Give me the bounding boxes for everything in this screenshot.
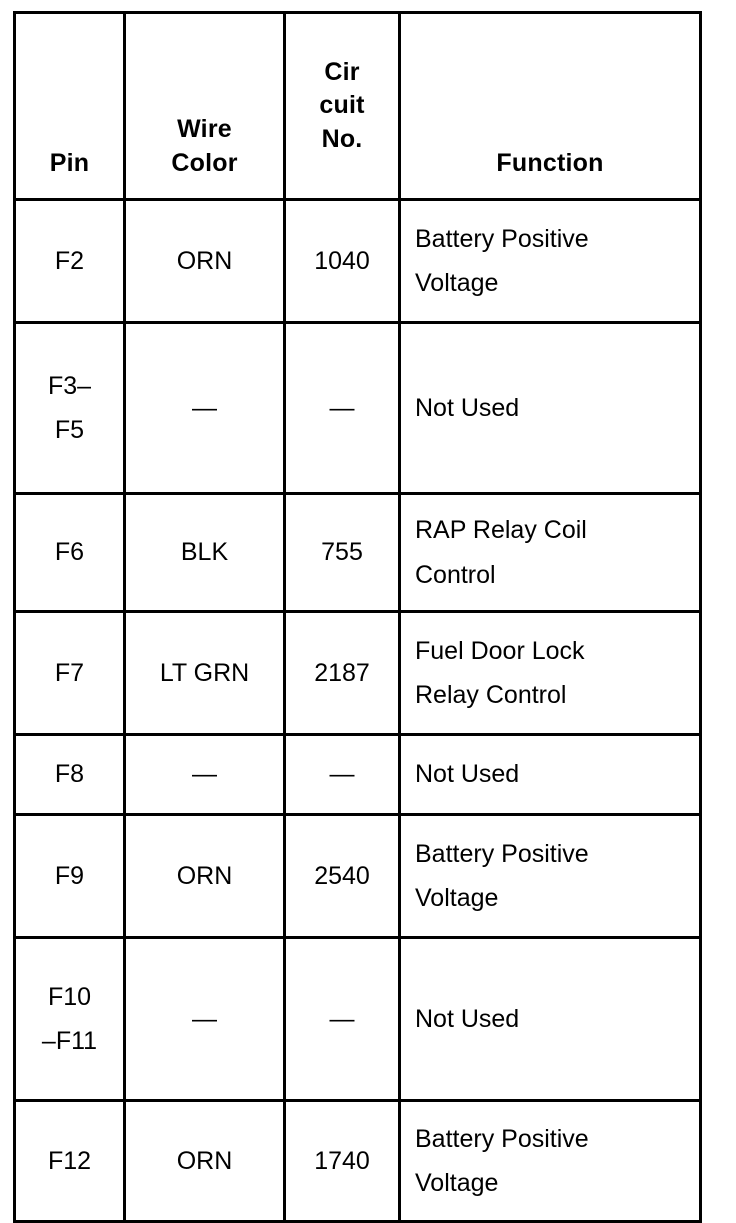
table-row: F3– F5 — — Not Used	[13, 321, 702, 495]
cell-circuit-no-line-1: 1040	[314, 246, 370, 275]
cell-circuit-no: —	[283, 936, 401, 1102]
table-row: F9 ORN 2540 Battery Positive Vol	[13, 813, 702, 939]
table-row: F12 ORN 1740 Battery Positive Vo	[13, 1099, 702, 1223]
table-row: F6 BLK 755 RAP Relay Coil Contro	[13, 492, 702, 613]
cell-circuit-no-line-1: —	[329, 393, 355, 422]
cell-circuit-no: —	[283, 733, 401, 816]
cell-function-line-2: Voltage	[415, 884, 499, 912]
cell-pin-line-1: F7	[54, 658, 85, 687]
column-header-circuit-no-line-3: No.	[321, 124, 363, 153]
cell-wire-color-line-1: —	[192, 1004, 217, 1033]
column-header-circuit-no-line-1: Cir	[324, 57, 360, 86]
column-header-wire-color-line-1: Wire	[177, 115, 232, 143]
cell-function: Battery Positive Voltage	[398, 813, 702, 939]
table-row: F8 — — Not Used	[13, 733, 702, 816]
cell-wire-color: ORN	[123, 198, 286, 324]
cell-circuit-no: —	[283, 321, 401, 495]
cell-circuit-no-line-1: 2187	[314, 658, 370, 687]
cell-wire-color: —	[123, 321, 286, 495]
cell-function-line-1: Not Used	[415, 393, 520, 422]
cell-wire-color: ORN	[123, 1099, 286, 1223]
cell-pin: F10 –F11	[13, 936, 126, 1102]
cell-wire-color: —	[123, 936, 286, 1102]
cell-pin-line-1: F3–	[47, 371, 92, 400]
column-header-pin-line-1: Pin	[49, 148, 90, 177]
cell-pin-line-2: F5	[54, 416, 85, 444]
cell-function-line-1: Not Used	[415, 760, 520, 789]
cell-pin-line-1: F9	[54, 861, 85, 890]
cell-function: Not Used	[398, 321, 702, 495]
column-header-circuit-no-line-2: cuit	[319, 91, 365, 120]
cell-circuit-no: 1740	[283, 1099, 401, 1223]
cell-pin: F8	[13, 733, 126, 816]
column-header-wire-color-text: Wire Color	[126, 14, 283, 198]
cell-function-line-2: Voltage	[415, 269, 499, 297]
column-header-pin-text: Pin	[16, 14, 123, 198]
cell-function: Not Used	[398, 936, 702, 1102]
cell-function: Battery Positive Voltage	[398, 1099, 702, 1223]
cell-function-line-1: Fuel Door Lock	[415, 636, 585, 665]
cell-function: RAP Relay Coil Control	[398, 492, 702, 613]
column-header-function-line-1: Function	[496, 148, 604, 177]
cell-pin-line-1: F10	[47, 982, 92, 1011]
cell-function-line-2: Control	[415, 560, 496, 589]
cell-circuit-no-line-1: 2540	[314, 861, 370, 890]
cell-circuit-no: 2540	[283, 813, 401, 939]
table-row: F2 ORN 1040 Battery Positive Vol	[13, 198, 702, 324]
cell-wire-color-line-1: BLK	[180, 538, 229, 567]
cell-function: Not Used	[398, 733, 702, 816]
cell-wire-color-line-1: —	[192, 393, 217, 422]
cell-wire-color: —	[123, 733, 286, 816]
table-row: F7 LT GRN 2187 Fuel Door Lock Re	[13, 610, 702, 736]
cell-pin: F3– F5	[13, 321, 126, 495]
table-body: F2 ORN 1040 Battery Positive Vol	[13, 198, 702, 1223]
cell-pin: F12	[13, 1099, 126, 1223]
cell-wire-color: LT GRN	[123, 610, 286, 736]
cell-function-line-1: Not Used	[415, 1004, 520, 1033]
table-row: F10 –F11 — — Not Used	[13, 936, 702, 1102]
cell-pin-line-1: F12	[47, 1146, 92, 1175]
pin-assignment-table: Pin Wire Color Cir cuit No.	[13, 11, 702, 1223]
column-header-pin: Pin	[13, 11, 126, 201]
table-header-row: Pin Wire Color Cir cuit No.	[13, 11, 702, 201]
cell-circuit-no: 2187	[283, 610, 401, 736]
cell-circuit-no-line-1: 755	[321, 538, 363, 567]
cell-wire-color-line-1: —	[192, 760, 217, 789]
cell-wire-color-line-1: ORN	[176, 246, 233, 275]
column-header-circuit-no-text: Cir cuit No.	[286, 14, 398, 198]
column-header-function-text: Function	[401, 14, 699, 198]
cell-wire-color-line-1: ORN	[176, 861, 233, 890]
table-header: Pin Wire Color Cir cuit No.	[13, 11, 702, 201]
cell-pin: F9	[13, 813, 126, 939]
cell-function: Battery Positive Voltage	[398, 198, 702, 324]
cell-function-line-1: Battery Positive	[415, 839, 589, 868]
cell-pin-line-1: F6	[54, 538, 85, 567]
column-header-wire-color-line-2: Color	[171, 148, 238, 177]
cell-function-line-1: Battery Positive	[415, 224, 589, 253]
cell-function-line-1: RAP Relay Coil	[415, 516, 587, 544]
cell-wire-color: ORN	[123, 813, 286, 939]
cell-circuit-no: 1040	[283, 198, 401, 324]
cell-pin: F2	[13, 198, 126, 324]
cell-wire-color-line-1: ORN	[176, 1146, 233, 1175]
cell-function-line-2: Relay Control	[415, 681, 567, 709]
cell-function-line-2: Voltage	[415, 1169, 499, 1197]
cell-circuit-no-line-1: —	[329, 1004, 355, 1033]
cell-circuit-no-line-1: —	[329, 760, 355, 789]
column-header-wire-color: Wire Color	[123, 11, 286, 201]
cell-pin: F6	[13, 492, 126, 613]
cell-pin: F7	[13, 610, 126, 736]
cell-wire-color: BLK	[123, 492, 286, 613]
cell-circuit-no-line-1: 1740	[314, 1146, 370, 1175]
cell-function: Fuel Door Lock Relay Control	[398, 610, 702, 736]
cell-function-line-1: Battery Positive	[415, 1124, 589, 1153]
cell-pin-line-1: F2	[54, 246, 85, 275]
cell-circuit-no: 755	[283, 492, 401, 613]
column-header-circuit-no: Cir cuit No.	[283, 11, 401, 201]
column-header-function: Function	[398, 11, 702, 201]
cell-wire-color-line-1: LT GRN	[159, 658, 250, 687]
cell-pin-line-2: –F11	[41, 1027, 98, 1055]
cell-pin-line-1: F8	[54, 760, 85, 789]
